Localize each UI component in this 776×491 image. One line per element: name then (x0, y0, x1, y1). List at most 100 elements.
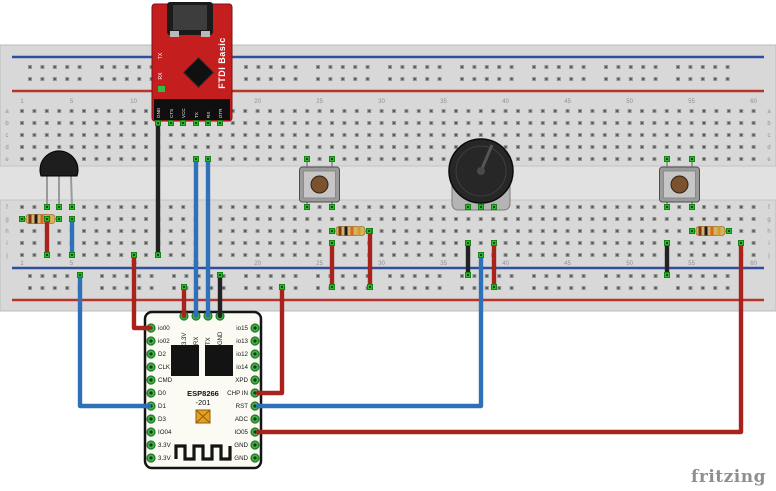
svg-text:i: i (6, 241, 7, 247)
svg-text:35: 35 (440, 261, 447, 267)
ftdi-pin-strip (154, 99, 230, 120)
svg-text:RX: RX (158, 72, 164, 80)
svg-text:d: d (5, 145, 8, 151)
svg-text:25: 25 (316, 261, 323, 267)
svg-text:CTS: CTS (169, 109, 174, 118)
svg-text:45: 45 (564, 261, 571, 267)
center-gutter (0, 166, 776, 200)
svg-text:3.3V: 3.3V (182, 333, 188, 345)
svg-text:g: g (5, 217, 8, 223)
resistor-1[interactable] (22, 214, 59, 224)
wire-esp-io05-long[interactable] (255, 240, 744, 435)
ftdi-chip-icon (182, 56, 215, 89)
svg-text:GND: GND (156, 107, 161, 118)
svg-text:RST: RST (236, 403, 249, 410)
svg-text:D2: D2 (158, 351, 166, 358)
ftdi-title: FTDI Basic (217, 37, 227, 89)
wire-esp-rst-to-pot[interactable] (255, 252, 484, 409)
svg-text:25: 25 (316, 99, 323, 105)
svg-text:D1: D1 (158, 403, 166, 410)
svg-text:io02: io02 (158, 338, 170, 345)
svg-text:RX: RX (194, 337, 200, 345)
esp-chip-icon (171, 345, 199, 376)
svg-text:20: 20 (254, 99, 261, 105)
svg-text:TX: TX (206, 337, 212, 345)
svg-text:1: 1 (20, 261, 24, 267)
svg-text:GND: GND (234, 442, 248, 449)
button-cap-icon[interactable] (310, 175, 329, 194)
svg-text:io12: io12 (236, 351, 248, 358)
svg-text:TX: TX (194, 112, 199, 118)
svg-text:D3: D3 (158, 416, 166, 423)
svg-text:j: j (5, 253, 7, 259)
svg-text:RX: RX (206, 112, 211, 118)
svg-text:j: j (767, 253, 769, 259)
potentiometer[interactable] (448, 138, 514, 211)
wifi-antenna-icon (174, 444, 232, 461)
svg-text:5: 5 (70, 99, 74, 105)
svg-text:20: 20 (254, 261, 261, 267)
breadboard[interactable]: 1155101015152020252530303535404045455050… (0, 44, 776, 312)
svg-text:3.3V: 3.3V (158, 455, 172, 462)
pushbutton-2[interactable] (659, 159, 700, 207)
esp-chip-icon (205, 345, 233, 376)
svg-text:VCC: VCC (181, 108, 186, 118)
svg-text:D0: D0 (158, 390, 166, 397)
svg-text:60: 60 (750, 261, 757, 267)
svg-text:CLK: CLK (158, 364, 171, 371)
svg-text:c: c (768, 133, 771, 139)
svg-text:30: 30 (378, 261, 385, 267)
svg-text:3.3V: 3.3V (158, 442, 172, 449)
wire-esp-io00-red[interactable] (131, 252, 153, 331)
button-cap-icon[interactable] (670, 175, 689, 194)
svg-text:g: g (767, 217, 770, 223)
esp-title: ESP8266 (187, 389, 219, 398)
svg-text:CMD: CMD (158, 377, 173, 384)
svg-text:e: e (767, 157, 771, 163)
svg-text:DTR: DTR (218, 108, 223, 118)
svg-text:io15: io15 (236, 325, 248, 332)
svg-text:IO05: IO05 (235, 429, 249, 436)
resistor-2[interactable] (332, 226, 369, 236)
svg-text:55: 55 (688, 261, 695, 267)
svg-text:-201: -201 (195, 398, 210, 407)
svg-text:5: 5 (70, 261, 74, 267)
svg-text:i: i (768, 241, 769, 247)
svg-text:a: a (767, 109, 771, 115)
svg-text:io00: io00 (158, 325, 170, 332)
resistor-3[interactable] (692, 226, 729, 236)
wire-esp-chpin-to-power-rail[interactable] (255, 284, 285, 396)
svg-text:30: 30 (378, 99, 385, 105)
svg-text:40: 40 (502, 261, 509, 267)
svg-text:50: 50 (626, 261, 633, 267)
svg-text:h: h (5, 229, 8, 235)
svg-text:35: 35 (440, 99, 447, 105)
svg-text:45: 45 (564, 99, 571, 105)
svg-text:40: 40 (502, 99, 509, 105)
svg-text:XPD: XPD (235, 377, 248, 384)
wire-esp-io04-long[interactable] (77, 272, 152, 409)
svg-text:55: 55 (688, 99, 695, 105)
svg-text:10: 10 (130, 99, 137, 105)
to92-temperature-sensor[interactable] (39, 150, 79, 208)
svg-text:io13: io13 (236, 338, 248, 345)
svg-text:50: 50 (626, 99, 633, 105)
svg-text:60: 60 (750, 99, 757, 105)
pushbutton-1[interactable] (299, 159, 340, 207)
svg-text:GND: GND (234, 455, 248, 462)
svg-text:a: a (5, 109, 9, 115)
svg-text:f: f (6, 205, 8, 211)
svg-text:b: b (5, 121, 9, 127)
svg-text:f: f (768, 205, 770, 211)
svg-text:e: e (5, 157, 9, 163)
svg-text:h: h (767, 229, 770, 235)
svg-text:c: c (6, 133, 9, 139)
svg-text:1: 1 (20, 99, 24, 105)
svg-text:GND: GND (218, 331, 224, 345)
connection-points (18, 120, 745, 290)
svg-text:ADC: ADC (235, 416, 249, 423)
